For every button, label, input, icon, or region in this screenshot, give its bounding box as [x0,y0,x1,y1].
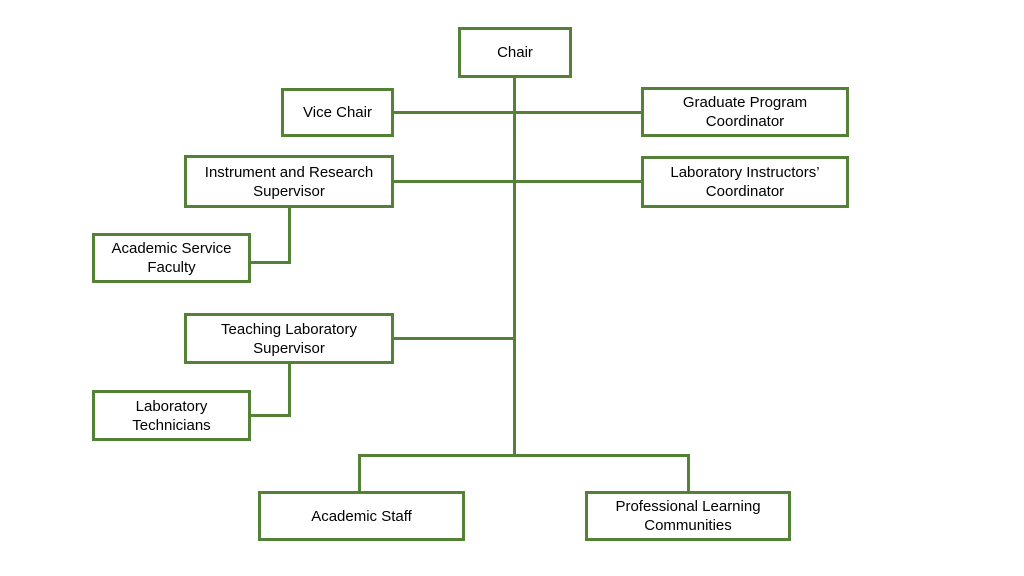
node-academic-service-faculty-label: Academic Service Faculty [111,240,232,276]
connector-vice-chair [394,111,514,114]
connector-chair-trunk [513,78,516,457]
connector-teaching-laboratory-supervisor [394,337,514,340]
connector-academic-service-faculty-vertical [288,208,291,264]
node-professional-learning-communities-label: Professional Learning Communities [615,498,761,534]
node-laboratory-technicians[interactable]: Laboratory Technicians [92,390,251,441]
node-laboratory-technicians-label: Laboratory Technicians [132,397,211,434]
node-graduate-program-coordinator-label: Graduate Program Coordinator [682,94,808,130]
connector-professional-learning-communities-drop [687,454,690,491]
connector-laboratory-technicians-horizontal [251,414,291,417]
node-instrument-research-supervisor-label: Instrument and Research Supervisor [204,163,374,200]
connector-bottom-horizontal [358,454,690,457]
node-teaching-laboratory-supervisor-label: Teaching Laboratory Supervisor [221,320,357,357]
connector-graduate-program-coordinator [515,111,641,114]
node-laboratory-instructors-coordinator-label: Laboratory Instructors’ Coordinator [670,164,820,200]
connector-academic-service-faculty-horizontal [251,261,291,264]
node-vice-chair[interactable]: Vice Chair [281,88,394,137]
node-teaching-laboratory-supervisor[interactable]: Teaching Laboratory Supervisor [184,313,394,364]
node-graduate-program-coordinator[interactable]: Graduate Program Coordinator [641,87,849,137]
connector-laboratory-instructors-coordinator [515,180,641,183]
node-professional-learning-communities[interactable]: Professional Learning Communities [585,491,791,541]
node-vice-chair-label: Vice Chair [303,104,372,121]
node-laboratory-instructors-coordinator[interactable]: Laboratory Instructors’ Coordinator [641,156,849,208]
connector-laboratory-technicians-vertical [288,364,291,417]
connector-instrument-research-supervisor [394,180,514,183]
node-academic-staff-label: Academic Staff [311,507,412,525]
node-academic-staff[interactable]: Academic Staff [258,491,465,541]
node-chair[interactable]: Chair [458,27,572,78]
node-chair-label: Chair [497,44,533,61]
connector-academic-staff-drop [358,454,361,491]
node-academic-service-faculty[interactable]: Academic Service Faculty [92,233,251,283]
node-instrument-research-supervisor[interactable]: Instrument and Research Supervisor [184,155,394,208]
